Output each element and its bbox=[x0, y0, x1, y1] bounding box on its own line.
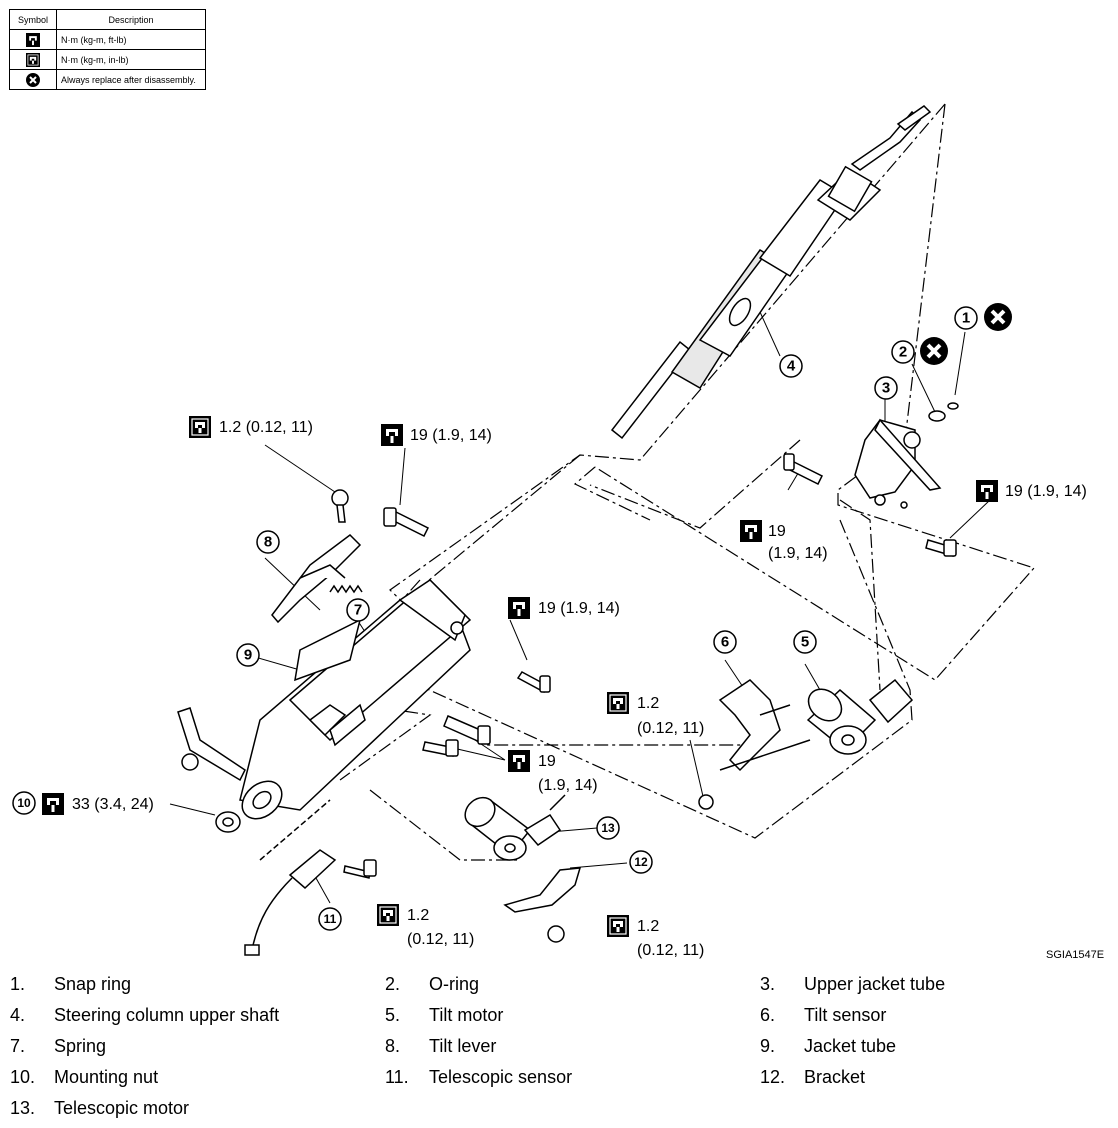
tilt-sensor bbox=[718, 679, 811, 772]
callout-1: 1 bbox=[954, 306, 978, 330]
callout-12: 12 bbox=[629, 850, 653, 874]
torque-label-7: 19 (1.9, 14) bbox=[508, 750, 598, 794]
tilt-lever bbox=[271, 534, 362, 624]
torque-label-1: 1.2 (0.12, 11) bbox=[188, 415, 313, 439]
torque-value: 19 bbox=[768, 523, 786, 540]
torque-wrench-icon bbox=[26, 32, 40, 47]
legend-header-row: Symbol Description bbox=[9, 9, 206, 30]
exploded-view-diagram: 1.2 (0.12, 11) 19 (1.9, 14) 19 (1.9, 14)… bbox=[12, 103, 1104, 961]
legend-description: N·m (kg-m, ft-lb) bbox=[56, 29, 206, 50]
legend-row: Always replace after disassembly. bbox=[9, 69, 206, 90]
callout-8: 8 bbox=[256, 530, 280, 554]
callout-6: 6 bbox=[713, 630, 737, 654]
torque-value: (0.12, 11) bbox=[407, 931, 474, 948]
mounting-nut bbox=[215, 811, 241, 833]
callout-9: 9 bbox=[236, 643, 260, 667]
legend-header-symbol: Symbol bbox=[9, 9, 57, 30]
callout-13: 13 bbox=[596, 816, 620, 840]
torque-value: 33 (3.4, 24) bbox=[72, 796, 154, 813]
svg-text:12: 12 bbox=[634, 855, 648, 869]
leader-lines bbox=[169, 311, 991, 939]
o-ring bbox=[928, 410, 946, 422]
callout-11: 11 bbox=[318, 907, 342, 931]
torque-value: 19 (1.9, 14) bbox=[410, 427, 492, 444]
always-replace-icon bbox=[918, 335, 950, 367]
legend-row: N·m (kg-m, in-lb) bbox=[9, 49, 206, 70]
figure-code: SGIA1547E bbox=[1046, 949, 1104, 961]
torque-value: (1.9, 14) bbox=[538, 777, 598, 794]
legend-description: N·m (kg-m, in-lb) bbox=[56, 49, 206, 70]
svg-text:6: 6 bbox=[721, 634, 729, 651]
telescopic-sensor bbox=[244, 799, 337, 956]
torque-label-5: 19 (1.9, 14) bbox=[508, 597, 620, 619]
callout-7: 7 bbox=[346, 598, 370, 622]
torque-value: (1.9, 14) bbox=[768, 545, 828, 562]
torque-value: (0.12, 11) bbox=[637, 720, 704, 737]
callout-3: 3 bbox=[874, 376, 898, 400]
svg-text:9: 9 bbox=[244, 647, 252, 664]
bracket bbox=[503, 867, 582, 913]
torque-value: 1.2 (0.12, 11) bbox=[219, 419, 313, 436]
torque-label-9: 1.2 (0.12, 11) bbox=[376, 903, 474, 948]
torque-value: 19 bbox=[538, 753, 556, 770]
spring bbox=[329, 584, 363, 594]
legend-header-description: Description bbox=[56, 9, 206, 30]
svg-text:2: 2 bbox=[899, 344, 907, 361]
bolts bbox=[331, 453, 957, 943]
torque-label-3: 19 (1.9, 14) bbox=[976, 480, 1087, 502]
torque-value: 1.2 bbox=[637, 695, 659, 712]
torque-wrench-small-icon bbox=[26, 52, 40, 67]
svg-text:4: 4 bbox=[787, 358, 796, 375]
always-replace-icon bbox=[26, 72, 40, 87]
snap-ring bbox=[947, 402, 959, 410]
callout-10: 10 bbox=[12, 791, 36, 815]
callout-4: 4 bbox=[779, 354, 803, 378]
tilt-motor bbox=[806, 678, 914, 755]
torque-value: (0.12, 11) bbox=[637, 942, 704, 959]
torque-label-10: 1.2 (0.12, 11) bbox=[606, 914, 704, 959]
svg-text:5: 5 bbox=[801, 634, 809, 651]
svg-text:3: 3 bbox=[882, 380, 890, 397]
torque-label-8: 33 (3.4, 24) bbox=[42, 793, 154, 815]
telescopic-motor bbox=[464, 794, 566, 861]
jacket-tube-assembly bbox=[177, 578, 472, 820]
steering-column-upper-shaft bbox=[610, 105, 932, 440]
svg-text:8: 8 bbox=[264, 534, 272, 551]
torque-label-6: 1.2 (0.12, 11) bbox=[606, 691, 704, 737]
callout-2: 2 bbox=[891, 340, 915, 364]
svg-text:11: 11 bbox=[324, 912, 337, 926]
torque-value: 19 (1.9, 14) bbox=[538, 600, 620, 617]
torque-value: 1.2 bbox=[637, 918, 659, 935]
torque-label-4: 19 (1.9, 14) bbox=[740, 520, 828, 562]
torque-label-2: 19 (1.9, 14) bbox=[381, 424, 492, 446]
upper-jacket-tube-bracket bbox=[854, 418, 942, 509]
symbol-legend-table: Symbol Description N·m (kg-m, ft-lb) N·m… bbox=[9, 9, 206, 90]
legend-row: N·m (kg-m, ft-lb) bbox=[9, 29, 206, 50]
callout-5: 5 bbox=[793, 630, 817, 654]
svg-text:1: 1 bbox=[962, 310, 970, 327]
svg-text:7: 7 bbox=[354, 602, 362, 619]
always-replace-icon bbox=[982, 301, 1014, 333]
torque-value: 19 (1.9, 14) bbox=[1005, 483, 1087, 500]
legend-description: Always replace after disassembly. bbox=[56, 69, 206, 90]
svg-text:13: 13 bbox=[601, 821, 615, 835]
svg-text:10: 10 bbox=[17, 796, 31, 810]
torque-value: 1.2 bbox=[407, 907, 429, 924]
